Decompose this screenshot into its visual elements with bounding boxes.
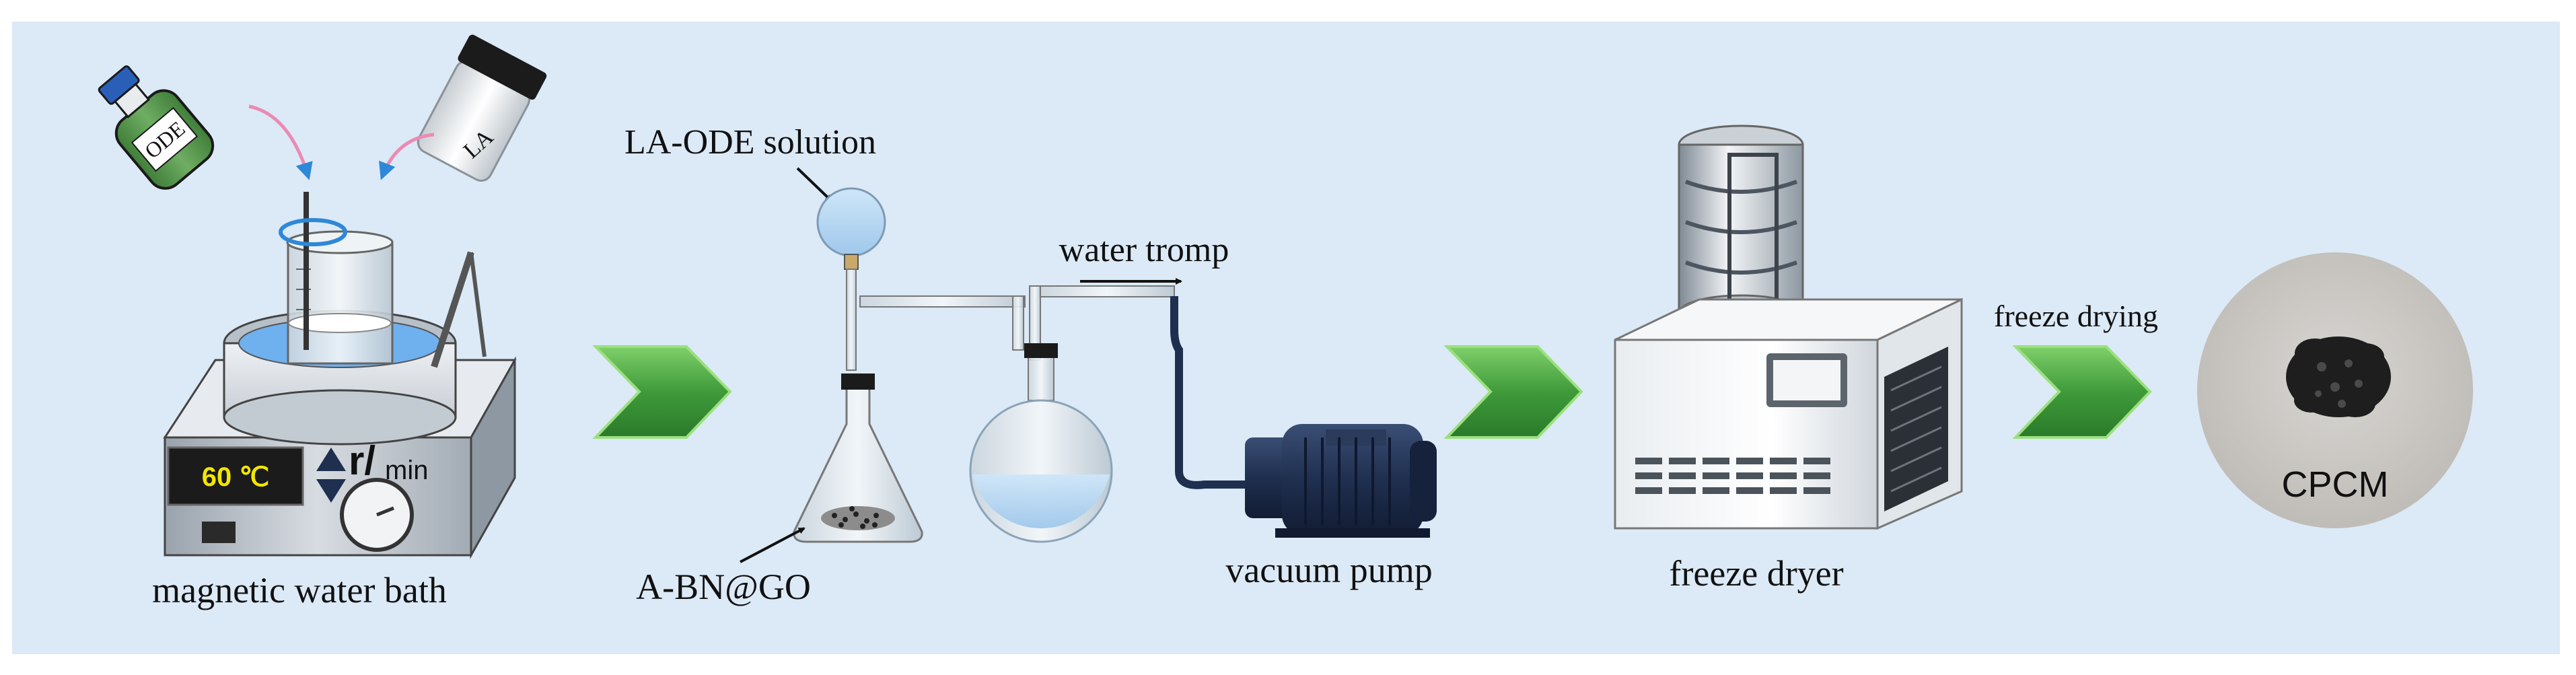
freeze-dryer-label: freeze dryer xyxy=(1669,553,1843,594)
cpcm-label: CPCM xyxy=(2282,464,2389,505)
temperature-display: 60 ℃ xyxy=(202,462,270,492)
freeze-dryer xyxy=(1614,125,1963,530)
magnetic-water-bath: 60 ℃ r/ min xyxy=(163,192,517,559)
ode-pour-arrow xyxy=(248,104,313,180)
water-bath-label: magnetic water bath xyxy=(152,570,447,610)
water-tromp-label: water tromp xyxy=(1059,231,1229,269)
freeze-drying-label: freeze drying xyxy=(1994,299,2158,333)
la-ode-solution-label: LA-ODE solution xyxy=(624,123,876,162)
speed-up-icon xyxy=(316,448,346,471)
la-ode-pointer xyxy=(796,167,832,202)
dropping-funnel xyxy=(816,187,886,371)
speed-down-icon xyxy=(316,479,346,503)
vacuum-pump xyxy=(1245,424,1437,538)
la-pour-arrow xyxy=(379,133,435,180)
speed-unit-r: r/ xyxy=(349,438,375,483)
process-arrow-3 xyxy=(2012,345,2152,439)
erlenmeyer-flask xyxy=(793,374,923,543)
ode-bottle: ODE xyxy=(98,65,215,190)
glass-tubing xyxy=(859,285,1175,361)
la-bottle: LA xyxy=(417,34,547,182)
process-arrow-1 xyxy=(592,345,732,439)
cpcm-sample xyxy=(2197,252,2473,528)
a-bn-go-label: A-BN@GO xyxy=(636,567,811,607)
a-bn-go-pointer xyxy=(740,527,806,563)
vacuum-hose xyxy=(1170,296,1245,489)
speed-unit-min: min xyxy=(385,456,428,485)
round-bottom-flask xyxy=(969,343,1113,543)
vacuum-pump-label: vacuum pump xyxy=(1225,550,1432,590)
process-arrow-2 xyxy=(1443,345,1583,439)
